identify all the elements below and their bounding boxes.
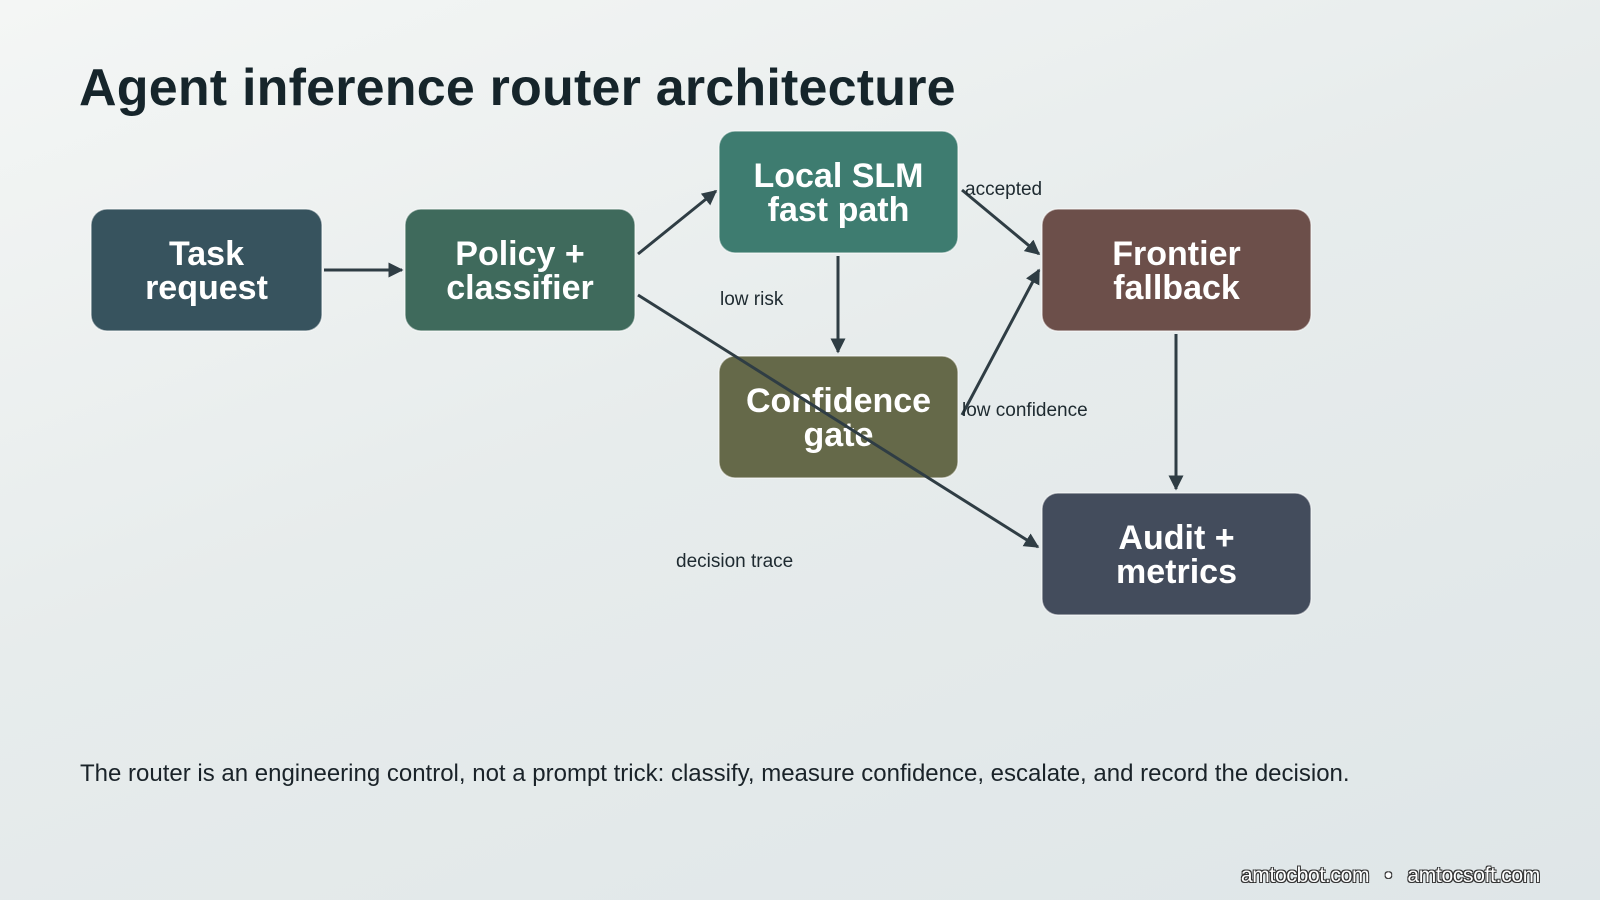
edge-label-gate-to-frontier: low confidence <box>962 400 1088 421</box>
node-policy-box <box>404 208 636 332</box>
edge-label-policy-to-audit: decision trace <box>676 551 793 572</box>
node-task-label-line-2: request <box>145 269 268 307</box>
footer-site-1[interactable]: amtocbot.com <box>1240 864 1370 887</box>
node-policy-label-line-1: Policy + <box>455 235 584 273</box>
node-task-box <box>90 208 323 332</box>
node-task-label-line-1: Task <box>169 235 244 273</box>
node-policy-label-line-2: classifier <box>446 269 593 307</box>
node-frontier-label-line-1: Frontier <box>1112 235 1240 273</box>
edge-gate-to-frontier <box>960 268 1041 416</box>
node-gate-box <box>718 355 959 479</box>
node-audit-label-line-1: Audit + <box>1118 519 1234 557</box>
node-slm-label-line-2: fast path <box>768 191 910 229</box>
node-frontier-label-line-2: fallback <box>1113 269 1240 307</box>
footer: amtocbot.com • amtocsoft.com <box>1241 864 1540 888</box>
node-slm-label-line-1: Local SLM <box>753 157 923 195</box>
node-slm-box <box>718 130 959 254</box>
edge-policy-to-audit <box>637 293 1040 549</box>
node-audit-box <box>1041 492 1312 616</box>
node-policy: Policy +classifier <box>404 208 636 332</box>
caption: The router is an engineering control, no… <box>80 760 1350 787</box>
node-audit: Audit +metrics <box>1041 492 1312 616</box>
footer-separator: • <box>1384 864 1392 887</box>
node-gate-label-line-1: Confidence <box>746 382 931 420</box>
edge-policy-to-slm <box>637 189 718 256</box>
edge-label-slm-to-gate: low risk <box>720 289 784 310</box>
node-frontier-box <box>1041 208 1312 332</box>
edge-label-slm-to-frontier: accepted <box>965 179 1042 200</box>
node-audit-label-line-2: metrics <box>1116 553 1237 591</box>
footer-site-2[interactable]: amtocsoft.com <box>1407 864 1540 887</box>
page-title: Agent inference router architecture <box>79 59 956 117</box>
edge-slm-to-frontier <box>961 188 1041 256</box>
